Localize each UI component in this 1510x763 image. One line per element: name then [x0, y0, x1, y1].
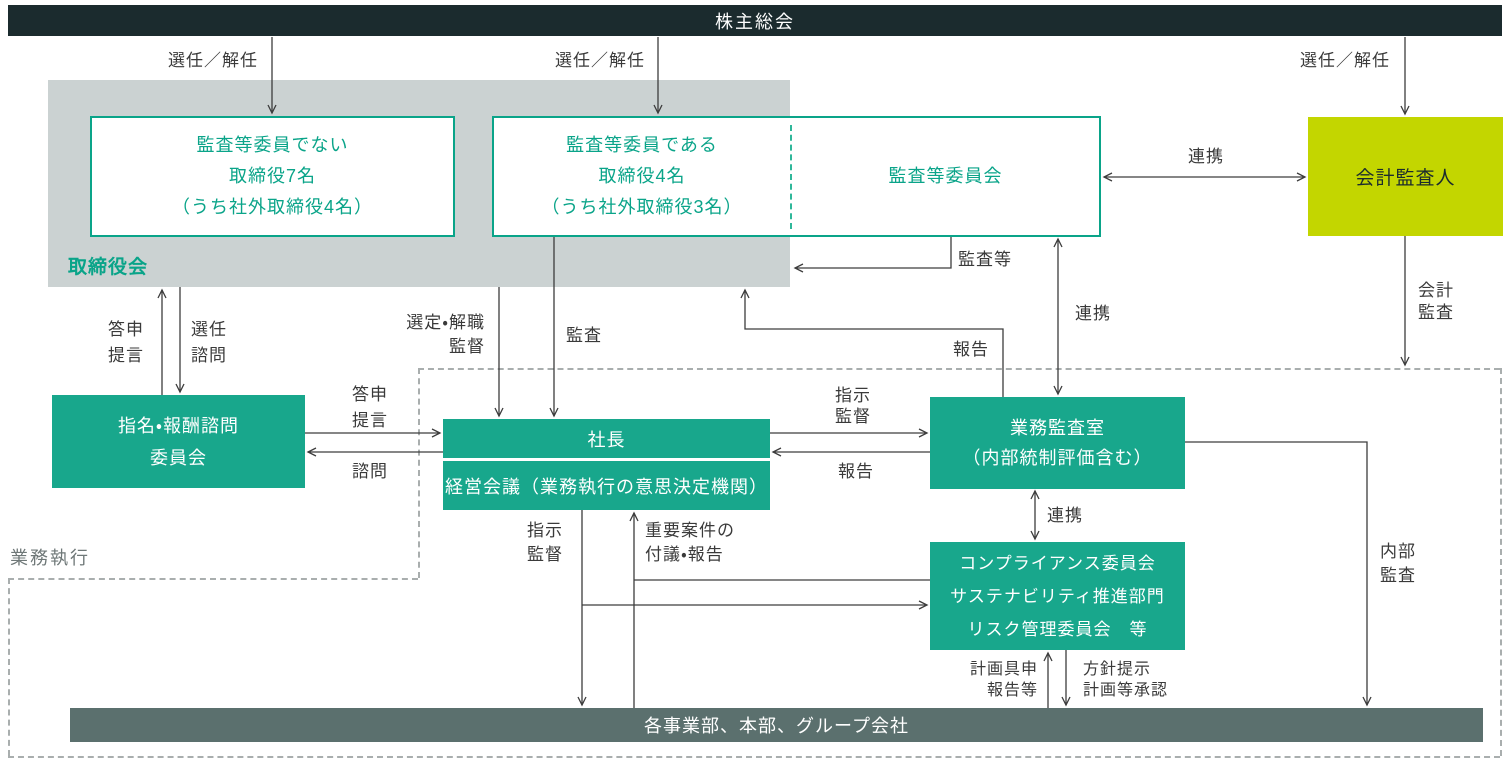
president-label: 社長	[587, 429, 626, 450]
audit-directors-line1: 監査等委員である	[566, 135, 718, 155]
compliance-committee-label: コンプライアンス委員会	[959, 553, 1156, 573]
divisions-bar: 各事業部、本部、グループ会社	[70, 708, 1483, 742]
label-report-advice-center: 答申 提言	[352, 385, 388, 430]
label-appoint-dismiss-2: 選任／解任	[555, 51, 645, 70]
label-consult: 諮問	[352, 462, 388, 481]
label-cooperation-low: 連携	[1047, 506, 1083, 525]
label-report-h: 報告	[838, 462, 874, 481]
label-cooperation-top: 連携	[1188, 147, 1224, 166]
nomination-remuneration-committee-box: 指名・報酬諮問 委員会	[52, 395, 305, 488]
audit-committee-label: 監査等委員会	[888, 166, 1003, 186]
label-report-advice-left: 答申 提言	[108, 320, 144, 365]
board-of-directors-label: 取締役会	[68, 257, 149, 278]
nomination-committee-line2: 委員会	[150, 447, 207, 468]
execution-border-top-right	[418, 368, 1500, 370]
president-box-divider	[443, 458, 770, 461]
execution-area-label: 業務執行	[10, 548, 90, 568]
non-audit-directors-line1: 監査等委員でない	[196, 135, 349, 155]
execution-border-left	[8, 578, 10, 756]
label-select-dismiss: 選定・解職 監督	[406, 313, 485, 356]
label-report-up: 報告	[953, 340, 989, 359]
execution-border-step-vertical	[418, 368, 420, 578]
nomination-committee-line1: 指名・報酬諮問	[117, 415, 240, 436]
execution-border-top-left	[8, 578, 418, 580]
label-plan-report: 計画具申 報告等	[969, 661, 1038, 699]
label-appoint-consult: 選任 諮問	[191, 320, 227, 365]
label-cooperation-mid: 連携	[1075, 304, 1111, 323]
president-box: 社長 経営会議（業務執行の意思決定機関）	[443, 419, 770, 510]
execution-border-right	[1500, 368, 1502, 756]
audit-office-line1: 業務監査室	[1010, 418, 1105, 438]
non-audit-directors-box: 監査等委員でない 取締役7名 （うち社外取締役4名）	[90, 116, 455, 237]
accounting-auditor-box: 会計監査人	[1308, 117, 1503, 236]
label-internal-audit: 内部 監査	[1380, 542, 1416, 585]
label-appoint-dismiss-1: 選任／解任	[168, 51, 258, 70]
audit-directors-committee-box: 監査等委員である 取締役4名 （うち社外取締役3名） 監査等委員会	[492, 116, 1101, 237]
label-appoint-dismiss-3: 選任／解任	[1300, 51, 1390, 70]
label-policy-approval: 方針提示 計画等承認	[1083, 661, 1169, 699]
audit-committee-section: 監査等委員会	[792, 118, 1099, 235]
operations-audit-office-box: 業務監査室 （内部統制評価含む）	[930, 397, 1185, 489]
audit-directors-line3: （うち社外取締役3名）	[541, 197, 743, 217]
label-important-matters: 重要案件の 付議・報告	[645, 521, 735, 564]
label-instruct-supervise-v: 指示 監督	[527, 521, 563, 564]
label-accounting-audit: 会計 監査	[1418, 281, 1454, 322]
shareholders-meeting-label: 株主総会	[715, 11, 795, 32]
management-meeting-label: 経営会議（業務執行の意思決定機関）	[445, 476, 768, 497]
divisions-bar-label: 各事業部、本部、グループ会社	[644, 716, 909, 736]
audit-directors-line2: 取締役4名	[598, 166, 686, 186]
label-audit-etc: 監査等	[958, 250, 1012, 269]
audit-office-line2: （内部統制評価含む）	[962, 448, 1153, 468]
non-audit-directors-line3: （うち社外取締役4名）	[171, 197, 373, 217]
audit-committee-divider	[790, 124, 792, 229]
internal-committees-box: コンプライアンス委員会 サステナビリティ推進部門 リスク管理委員会 等	[930, 542, 1185, 650]
risk-committee-label: リスク管理委員会 等	[967, 619, 1148, 639]
audit-directors-section: 監査等委員である 取締役4名 （うち社外取締役3名）	[494, 118, 790, 235]
accounting-auditor-label: 会計監査人	[1355, 168, 1456, 189]
execution-border-bottom	[8, 756, 1500, 758]
label-instruct-supervise-h: 指示 監督	[835, 386, 871, 426]
shareholders-meeting-bar: 株主総会	[8, 5, 1502, 36]
sustainability-dept-label: サステナビリティ推進部門	[950, 586, 1165, 606]
non-audit-directors-line2: 取締役7名	[228, 166, 316, 186]
label-audit: 監査	[566, 326, 602, 345]
